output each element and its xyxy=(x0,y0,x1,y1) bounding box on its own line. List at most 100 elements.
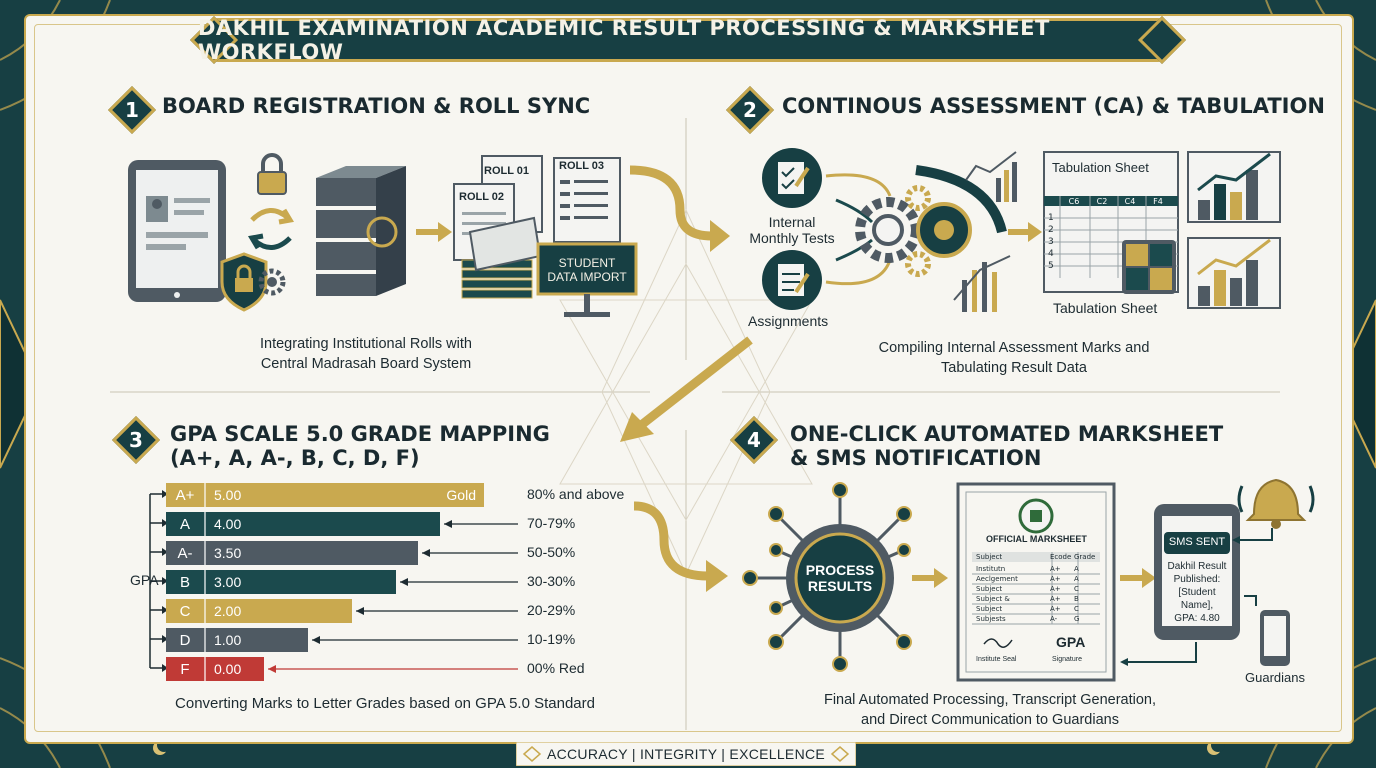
marksheet-cell: B xyxy=(1074,595,1079,603)
tabulation-column-header: C6 xyxy=(1068,197,1080,206)
process-hub-icon xyxy=(742,482,912,672)
section-1-illustration xyxy=(128,153,638,317)
marksheet-cell: A+ xyxy=(1050,575,1061,583)
tabulation-row-number: 4 xyxy=(1048,249,1054,259)
tablet-icon xyxy=(128,160,226,302)
range-arrow-head xyxy=(400,578,408,586)
roll-03-label: ROLL 03 xyxy=(559,160,605,172)
sync-arrows-icon xyxy=(247,208,295,250)
grade-letter: D xyxy=(166,628,206,652)
tabulation-row-number: 1 xyxy=(1048,213,1054,223)
tabulation-column-header: C2 xyxy=(1096,197,1108,206)
tabulation-sheet-label: Tabulation Sheet xyxy=(1053,300,1158,316)
section-4-illustration xyxy=(742,478,1315,682)
gear-icon xyxy=(258,268,286,296)
grade-point-value: 3.00 xyxy=(214,574,242,590)
grade-bar: 3.50 xyxy=(206,541,418,565)
grade-bar: 2.00 xyxy=(206,599,352,623)
section-2-badge: 2 xyxy=(725,85,775,135)
grade-bar: 1.00 xyxy=(206,628,308,652)
grade-range-label: 30-30% xyxy=(527,573,576,589)
roll-documents-icon xyxy=(453,155,621,299)
grade-point-value: 0.00 xyxy=(214,661,242,677)
marksheet-cell: C xyxy=(1074,585,1079,593)
range-arrow-head xyxy=(356,607,364,615)
assignment-icon xyxy=(762,250,822,310)
tabulation-sheet-header: Tabulation Sheet xyxy=(1052,160,1149,175)
range-arrow-head xyxy=(312,636,320,644)
grade-range-label: 20-29% xyxy=(527,602,576,618)
marksheet-cell: G xyxy=(1074,615,1080,623)
flow-arrow-1-to-2 xyxy=(629,165,730,252)
range-arrow-head xyxy=(444,520,452,528)
marksheet-title: OFFICIAL MARKSHEET xyxy=(986,534,1087,544)
roll-01-label: ROLL 01 xyxy=(484,165,530,177)
marksheet-seal-label: Institute Seal xyxy=(976,656,1017,663)
section-1-badge: 1 xyxy=(107,85,157,135)
guardian-phone-icon xyxy=(1260,610,1290,666)
grade-letter: A+ xyxy=(166,483,206,507)
flow-arrow-2-to-3 xyxy=(620,336,753,442)
section-4-caption: Final Automated Processing, Transcript G… xyxy=(823,692,1157,728)
tabulation-sheet-icon xyxy=(1043,151,1179,294)
phone-icon xyxy=(1154,504,1240,640)
student-data-import-sign xyxy=(536,242,638,317)
gears-icon xyxy=(855,165,1007,277)
assignments-label: Assignments xyxy=(748,313,829,329)
sms-sent-label: SMS SENT xyxy=(1168,536,1226,548)
marksheet-cell: Subject xyxy=(976,585,1003,593)
grade-range-label: 00% Red xyxy=(527,660,585,676)
marksheet-cell: A xyxy=(1074,575,1079,583)
marksheet-cell: Aeclgement xyxy=(976,575,1018,583)
flow-arrow-3-to-4 xyxy=(633,501,728,592)
marksheet-row: Subject A+ C xyxy=(976,584,1094,594)
grade-letter: A xyxy=(166,512,206,536)
tabulation-column-header: C4 xyxy=(1124,197,1136,206)
official-marksheet-document xyxy=(956,482,1116,682)
tabulation-row-number: 5 xyxy=(1048,261,1054,271)
section-2-title: CONTINOUS ASSESSMENT (CA) & TABULATION xyxy=(782,94,1325,118)
gold-tag: Gold xyxy=(446,487,476,503)
grade-range-label: 70-79% xyxy=(527,515,576,531)
marksheet-header-cell: Subject xyxy=(976,553,1003,561)
gpa-axis-label: GPA xyxy=(130,572,159,588)
grade-bar: 4.00 xyxy=(206,512,440,536)
marksheet-header-cell: Grade xyxy=(1074,553,1096,561)
marksheet-header-cell: Ecode xyxy=(1050,553,1072,561)
footer-motto: ACCURACY | INTEGRITY | EXCELLENCE xyxy=(516,742,856,766)
shield-lock-icon xyxy=(220,252,268,312)
section-1-title: BOARD REGISTRATION & ROLL SYNC xyxy=(162,94,591,118)
grade-point-value: 2.00 xyxy=(214,603,242,619)
section-2-illustration xyxy=(762,148,1281,312)
marksheet-signature-label: Signature xyxy=(1052,656,1082,663)
grade-bar: 0.00 xyxy=(206,657,264,681)
bell-icon xyxy=(1237,478,1315,529)
marksheet-cell: A+ xyxy=(1050,585,1061,593)
marksheet-row: Subject &A+B xyxy=(976,594,1094,604)
grade-point-value: 1.00 xyxy=(214,632,242,648)
section-3-caption: Converting Marks to Letter Grades based … xyxy=(175,695,595,712)
grade-point-value: 3.50 xyxy=(214,545,242,561)
guardians-label: Guardians xyxy=(1245,670,1305,685)
grade-letter: B xyxy=(166,570,206,594)
tabulation-column-header: F4 xyxy=(1153,197,1163,206)
marksheet-cell: A- xyxy=(1050,615,1058,623)
section-3-badge: 3 xyxy=(111,415,161,465)
marksheet-gpa-stamp: GPA xyxy=(1056,634,1086,650)
footer-text: ACCURACY | INTEGRITY | EXCELLENCE xyxy=(546,746,826,762)
title-banner: DAKHIL EXAMINATION ACADEMIC RESULT PROCE… xyxy=(198,12,1178,68)
